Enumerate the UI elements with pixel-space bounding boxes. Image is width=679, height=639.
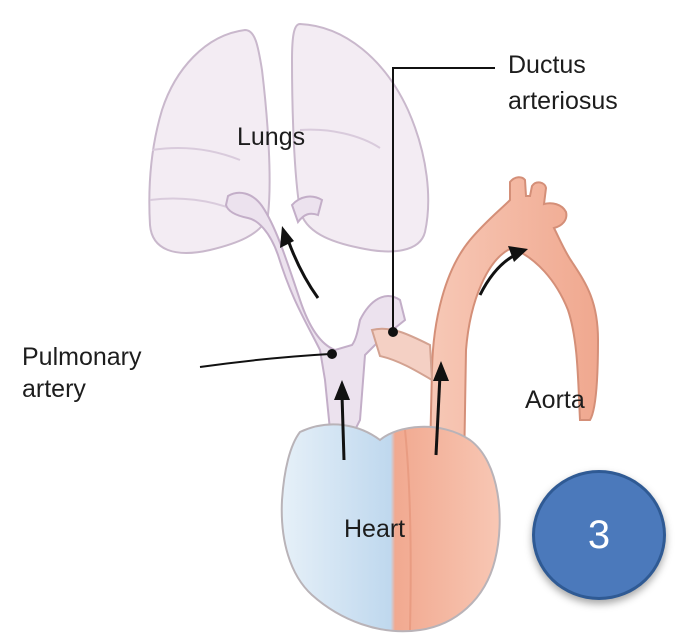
ductus-label-line1: Ductus [508, 50, 586, 80]
ductus-label-line2: arteriosus [508, 86, 618, 116]
flow-arrow-icon [342, 395, 344, 460]
pulmonary-leader-line [200, 354, 330, 367]
leader-dot-icon [327, 349, 337, 359]
slide-number: 3 [588, 513, 610, 558]
aortic-arch [430, 177, 598, 470]
slide-number-badge: 3 [532, 470, 666, 600]
flow-arrow-icon [280, 226, 294, 248]
pulmonary-label-line1: Pulmonary [22, 342, 142, 372]
ductus-arteriosus [372, 329, 432, 380]
aorta-label: Aorta [525, 385, 585, 415]
leader-dot-icon [388, 327, 398, 337]
pulmonary-label-line2: artery [22, 374, 86, 404]
heart-label: Heart [344, 514, 405, 544]
lungs-label: Lungs [237, 122, 305, 152]
